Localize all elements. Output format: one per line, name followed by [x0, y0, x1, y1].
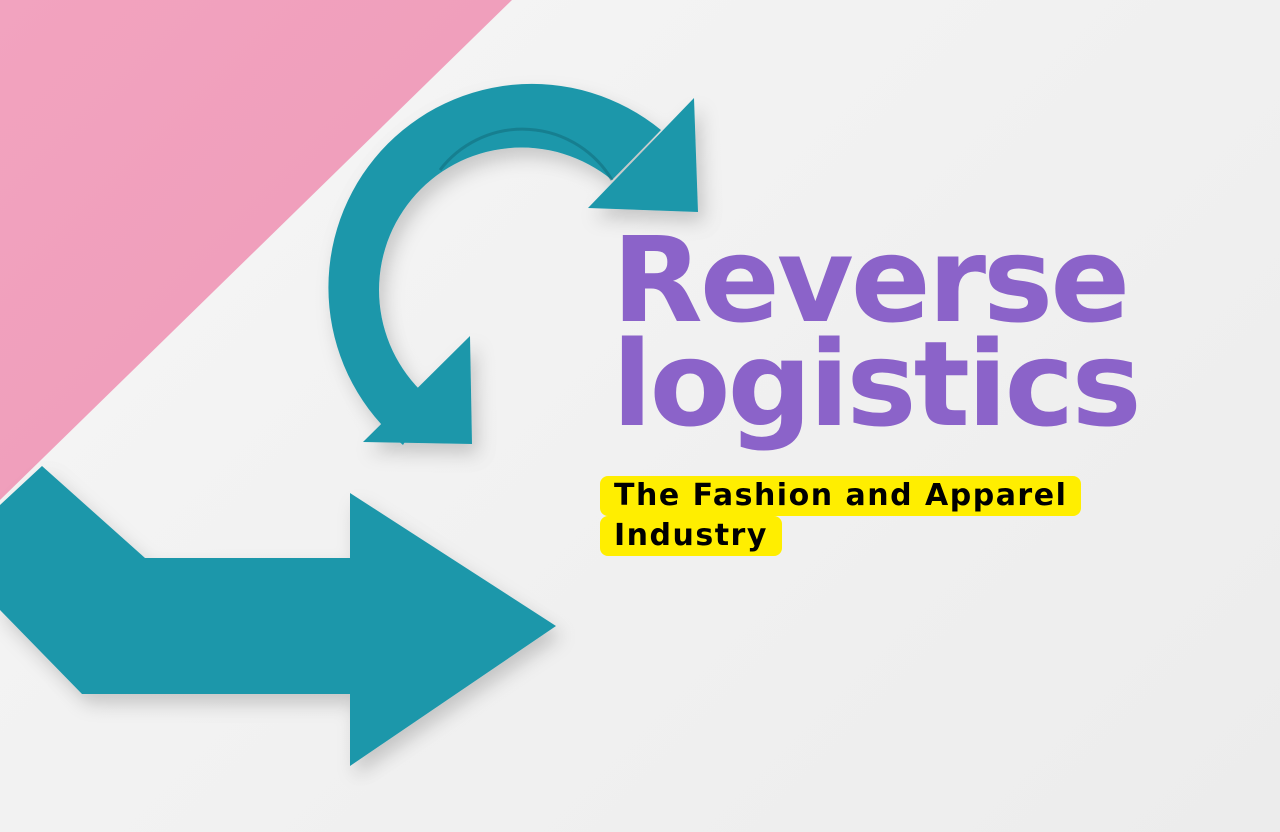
title-line-1: Reverse — [612, 211, 1130, 349]
title-line-2: logistics — [612, 315, 1142, 453]
right-arrow-icon — [0, 466, 556, 766]
subtitle-line-2: Industry — [600, 516, 782, 556]
subtitle-line-1: The Fashion and Apparel — [600, 476, 1082, 516]
pink-panel — [0, 0, 512, 500]
curved-arrow-icon — [328, 83, 698, 445]
subtitle-highlight: The Fashion and Apparel Industry — [600, 476, 1082, 556]
page-title: Reverse logistics — [612, 211, 1142, 453]
